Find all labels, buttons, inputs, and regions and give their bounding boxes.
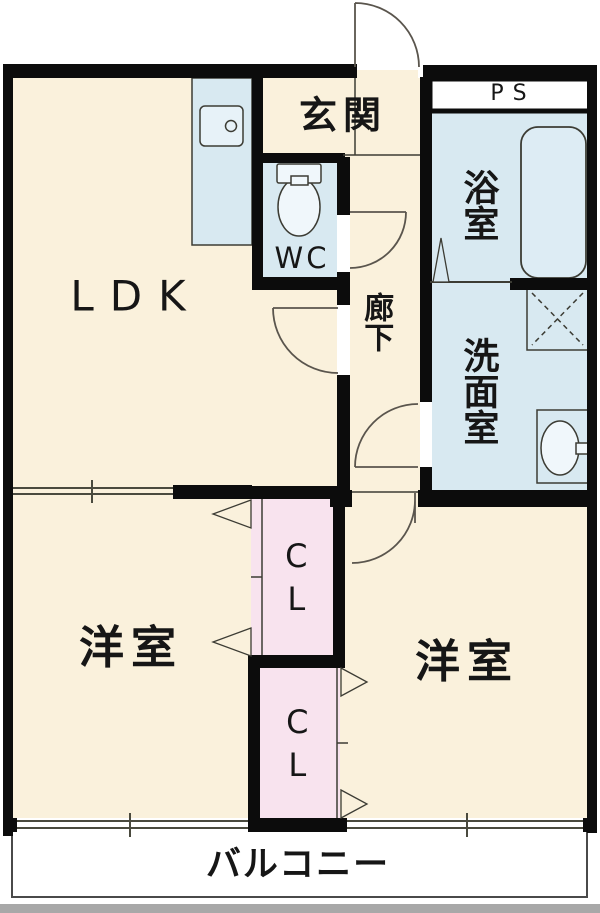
window-bedroom-left [17,813,248,837]
toilet-icon [276,163,322,237]
room-label-bedroom-right: 洋室 [414,635,520,689]
room-label-washroom: 洗面室 [457,337,499,445]
bathtub-icon [520,126,587,279]
walls [3,64,597,836]
washbasin-icon [536,409,591,484]
doorway-openings [337,215,432,467]
washroom-door-arc-icon [354,403,419,468]
wc-door-arc-icon [349,211,407,269]
room-label-hallway: 廊下 [358,292,394,352]
kitchen-sink-icon [199,105,244,147]
balcony-edge-strip [0,904,600,913]
folding-door-icons [211,237,450,820]
sliding-partition-ldk-bedroom [13,480,173,503]
window-bedroom-right [347,813,583,837]
closet-lower-door-line [336,668,348,818]
room-label-balcony: バルコニー [205,845,391,886]
room-label-bedroom-left: 洋室 [78,621,184,675]
room-label-entrance: 玄関 [298,93,388,138]
ldk-door-arc-icon [272,307,339,374]
room-label-bathroom: 浴室 [457,169,499,241]
bedroom-right-door-arc-icon [351,493,416,564]
room-label-closet-upper: CL [277,537,316,623]
kitchen-counter-icon [191,77,253,246]
room-label-wc: WC [274,241,330,276]
closet-upper-door-line [251,499,263,655]
frame-lines [251,78,512,818]
room-label-ldk: LDK [70,271,202,321]
bathroom-folding-door-icon [432,237,450,283]
pipe-space-box [427,76,596,114]
balcony-outline [0,832,600,913]
window-lines [13,480,583,837]
faucet-icon [224,119,238,133]
door-arcs [272,2,420,564]
room-label-pipe-space: PS [490,80,536,106]
room-label-closet-lower: CL [278,703,317,789]
entrance-door-arc-icon [354,2,420,68]
